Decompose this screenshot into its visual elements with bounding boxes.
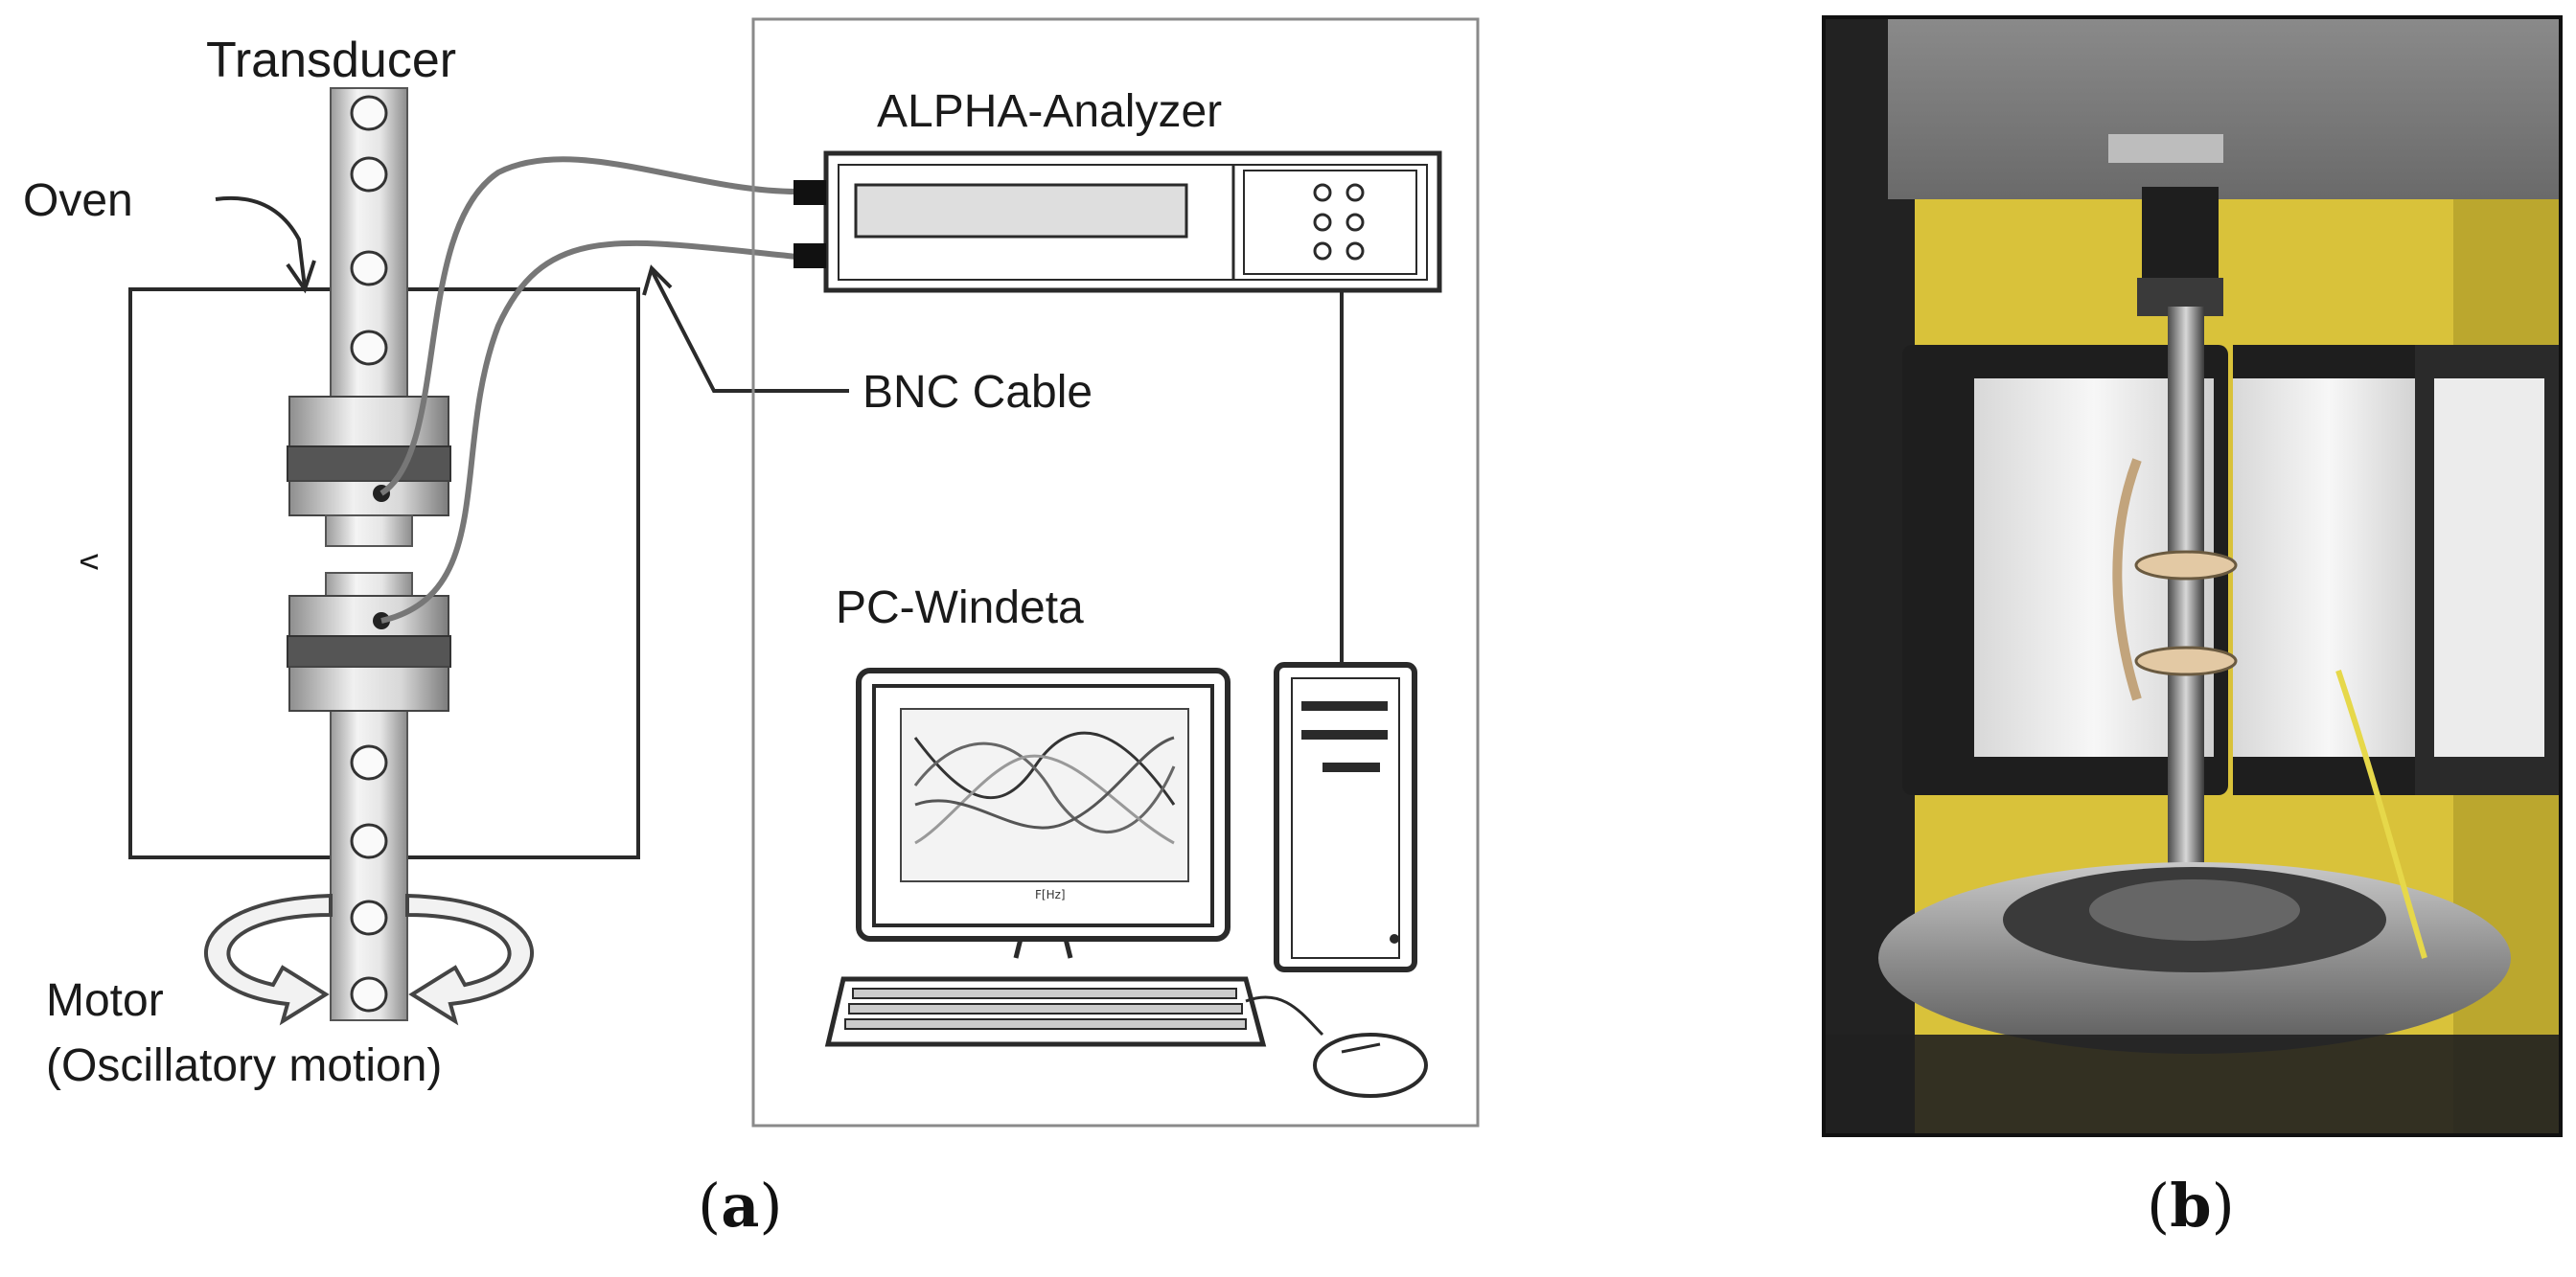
rheometer-head (1888, 17, 2559, 199)
rod-holes (350, 95, 388, 1013)
caption-b: (b) (2147, 1171, 2235, 1241)
upper-sample-clamp (287, 396, 451, 547)
motor-label: Motor (46, 975, 164, 1026)
photo-border (1822, 15, 2563, 1137)
oven-label: Oven (23, 175, 133, 226)
pc-label: PC-Windeta (836, 582, 1084, 633)
bnc-cable-label: BNC Cable (862, 367, 1092, 418)
panel-a-diagram: Oven v Transducer (23, 17, 1480, 1128)
alpha-analyzer-unit (794, 150, 1442, 293)
oven-pointer (215, 196, 307, 288)
sample-ring-upper (2134, 550, 2238, 581)
screen-plot-curves (913, 731, 1176, 845)
v-mark: v (73, 554, 109, 570)
caption-a-open: ( (698, 1171, 722, 1241)
transducer-label: Transducer (206, 33, 456, 88)
caption-a-close: ) (759, 1171, 783, 1241)
bnc-cable-upper (380, 156, 798, 496)
analyzer-knobs (1313, 183, 1365, 261)
bnc-pointer-arrowhead (642, 264, 673, 296)
pc-mouse (1245, 995, 1428, 1098)
oven-pointer-arrowhead (286, 260, 316, 294)
bnc-cable-pointer (650, 269, 849, 393)
bnc-connector-1 (794, 180, 826, 205)
caption-b-close: ) (2211, 1171, 2235, 1241)
caption-a: (a) (698, 1171, 783, 1241)
sample-shaft (2168, 307, 2204, 901)
pc-tower (1274, 662, 1417, 972)
bnc-cable-lower (380, 239, 798, 624)
lower-sample-clamp (287, 572, 451, 712)
analyzer-display (854, 183, 1188, 239)
bnc-connector-2 (794, 243, 826, 268)
analyzer-label: ALPHA-Analyzer (877, 86, 1222, 137)
instrument-frame (751, 17, 1480, 1128)
pc-keyboard (824, 976, 1267, 1047)
caption-b-open: ( (2147, 1171, 2171, 1241)
caption-a-letter: a (721, 1171, 760, 1241)
monitor-screen-plot (900, 708, 1189, 882)
pc-monitor: F[Hz] (856, 668, 1230, 959)
sample-ring-lower (2134, 646, 2238, 676)
panel-b-photo (1822, 15, 2563, 1137)
motor-sub-label: (Oscillatory motion) (46, 1040, 442, 1091)
caption-b-letter: b (2170, 1171, 2212, 1241)
screen-axis-label: F[Hz] (1035, 888, 1066, 901)
motor-rotation-arrows (204, 893, 534, 1026)
